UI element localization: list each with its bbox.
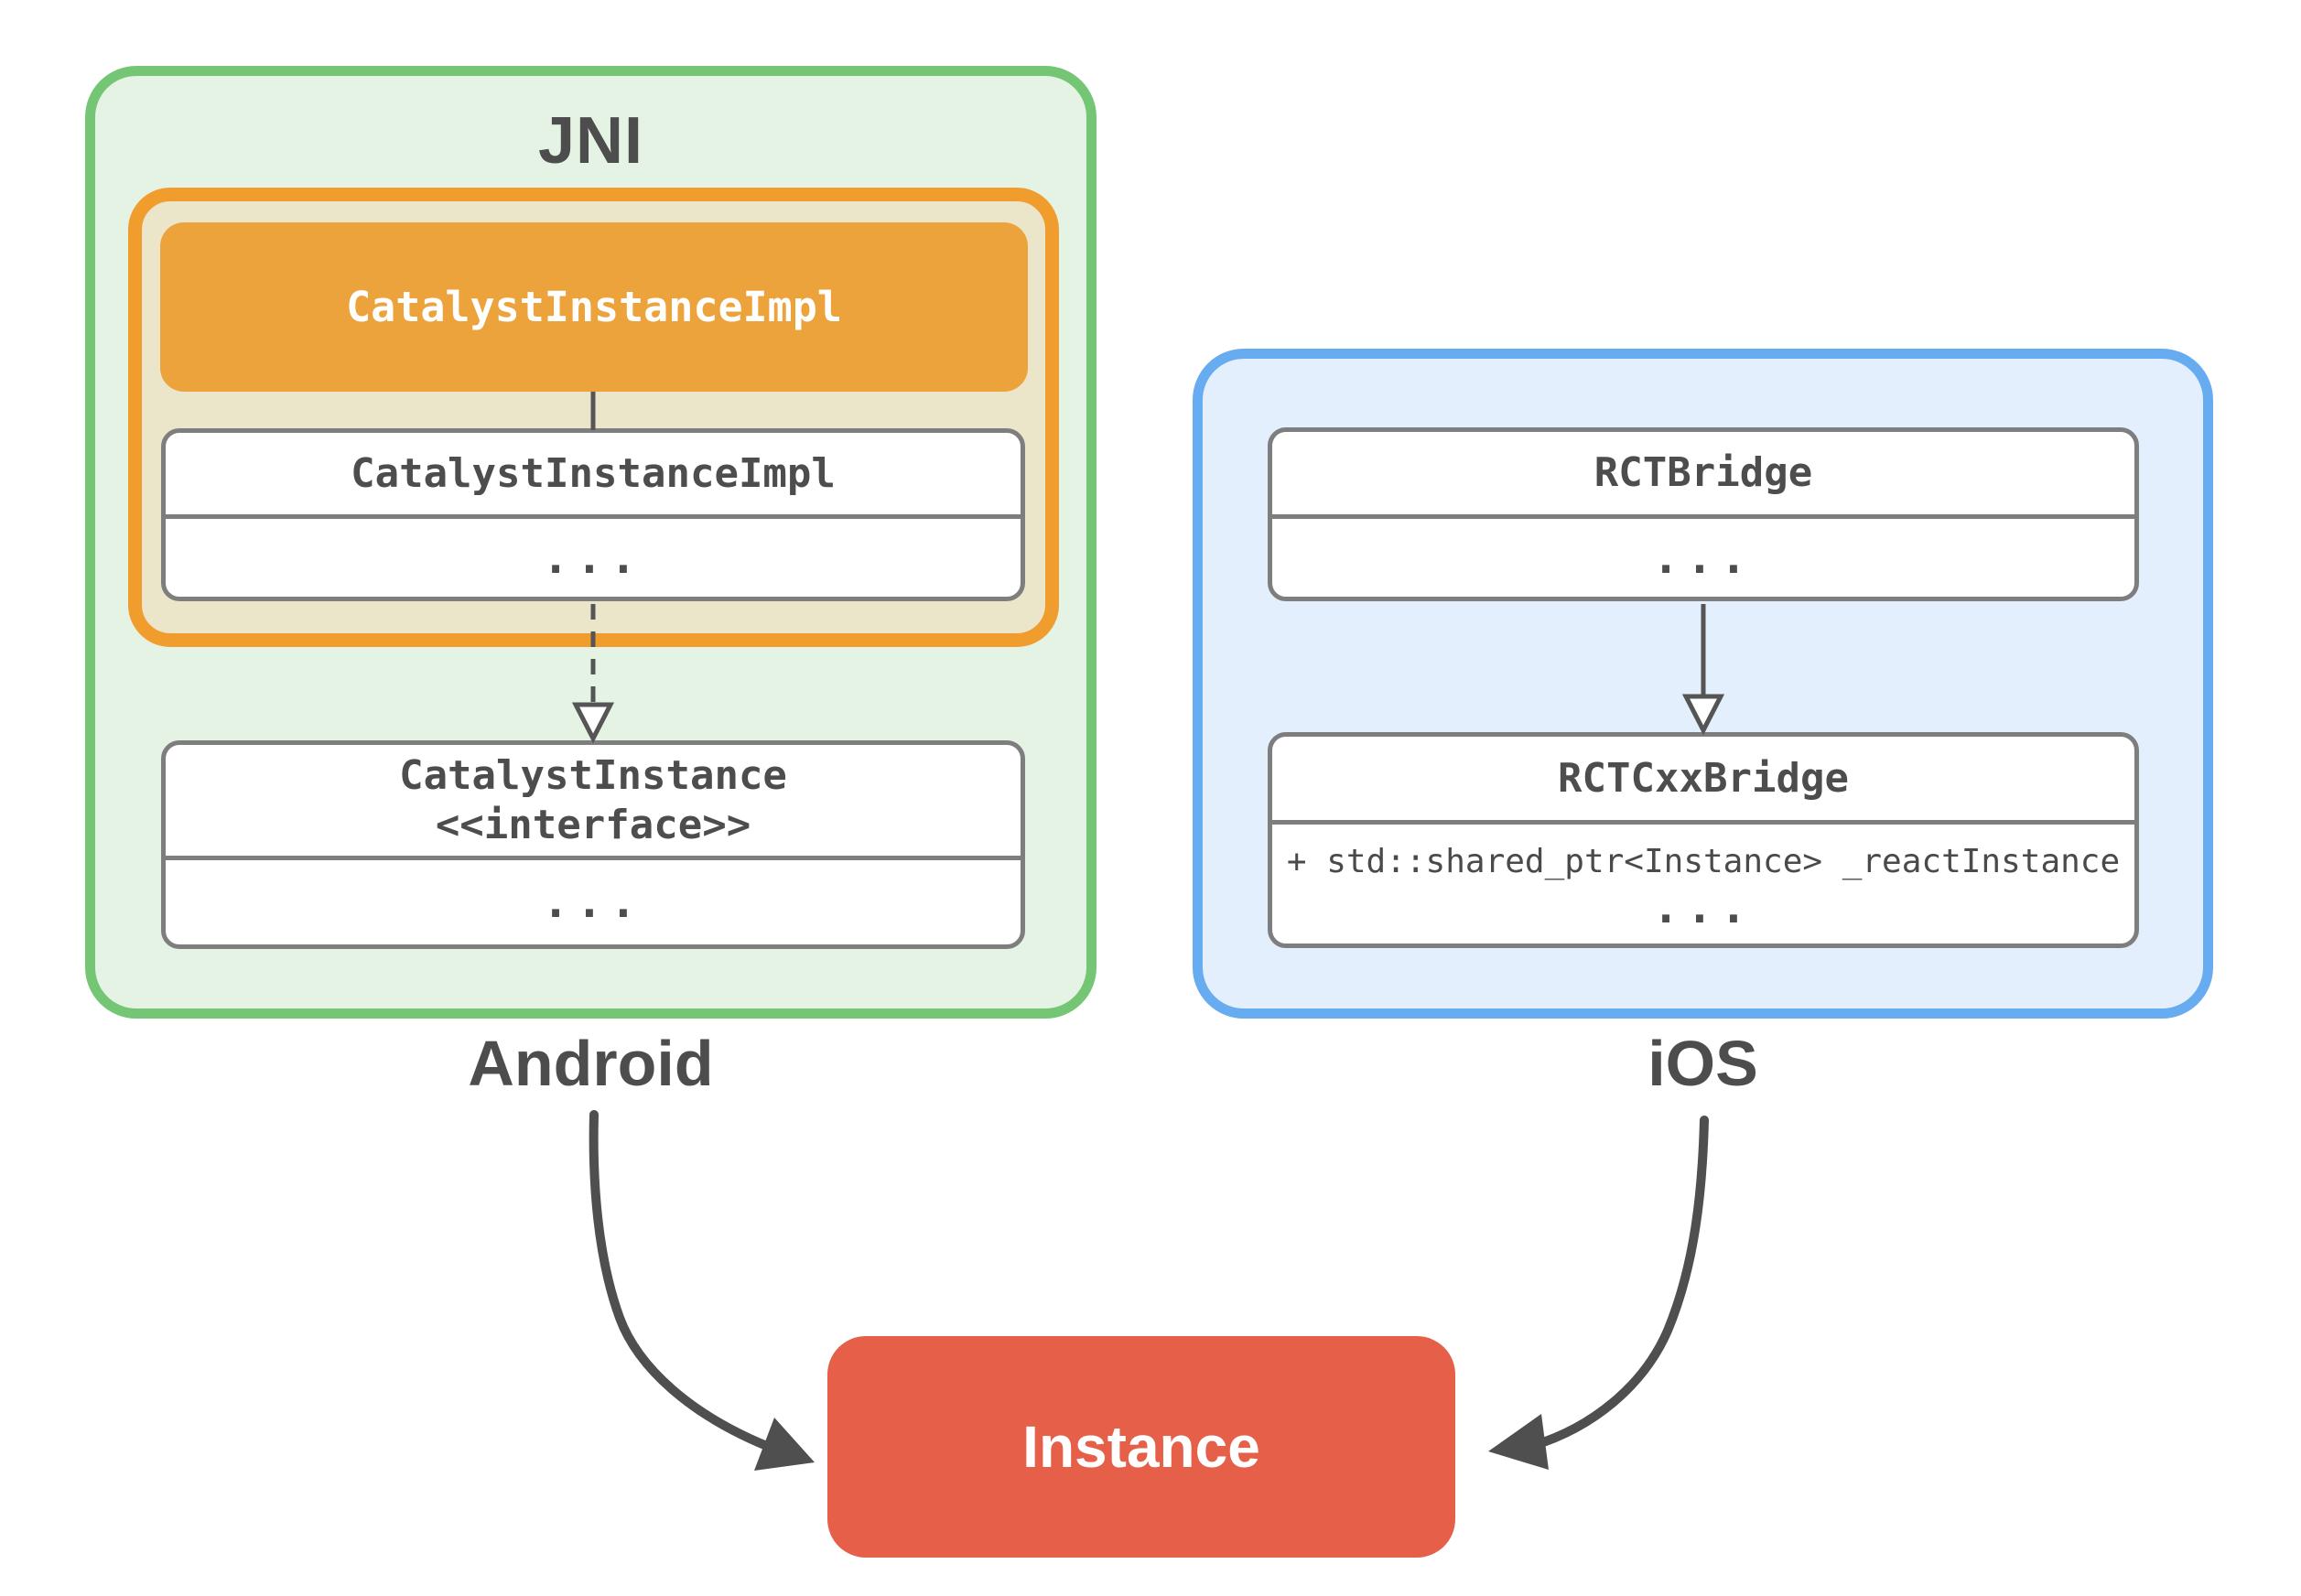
rct-cxx-bridge-class-name: RCTCxxBridge — [1272, 737, 2134, 825]
rct-bridge-class-body: ... — [1652, 532, 1755, 584]
catalyst-instance-impl-class-body: ... — [542, 532, 644, 584]
rct-cxx-bridge-attribute: + std::shared_ptr<Instance> _reactInstan… — [1286, 843, 2121, 880]
catalyst-instance-impl-highlight-label: CatalystInstanceImpl — [346, 283, 842, 331]
rct-bridge-class-name: RCTBridge — [1272, 432, 2134, 519]
jni-title: JNI — [537, 104, 644, 178]
rct-cxx-bridge-class-card: RCTCxxBridge + std::shared_ptr<Instance>… — [1268, 732, 2139, 948]
rct-bridge-class-card: RCTBridge ... — [1268, 427, 2139, 601]
catalyst-instance-interface-name: CatalystInstance — [399, 751, 787, 799]
instance-node: Instance — [827, 1336, 1455, 1558]
android-to-instance-arrowhead — [754, 1418, 815, 1471]
android-label: Android — [468, 1028, 714, 1099]
catalyst-instance-interface-stereotype: <<interface>> — [435, 801, 751, 848]
android-to-instance-curve — [589, 1110, 773, 1451]
catalyst-instance-impl-class-name: CatalystInstanceImpl — [166, 433, 1021, 519]
rct-cxx-bridge-class-body: ... — [1652, 882, 1755, 933]
catalyst-instance-impl-highlight: CatalystInstanceImpl — [160, 222, 1028, 392]
catalyst-instance-interface-body: ... — [542, 877, 644, 928]
instance-node-label: Instance — [1022, 1414, 1260, 1480]
ios-to-instance-arrowhead — [1488, 1414, 1549, 1470]
ios-to-instance-curve — [1528, 1116, 1709, 1450]
ios-label: iOS — [1647, 1028, 1758, 1099]
catalyst-instance-interface-card: CatalystInstance <<interface>> ... — [161, 740, 1025, 949]
catalyst-instance-impl-class-card: CatalystInstanceImpl ... — [161, 428, 1025, 601]
